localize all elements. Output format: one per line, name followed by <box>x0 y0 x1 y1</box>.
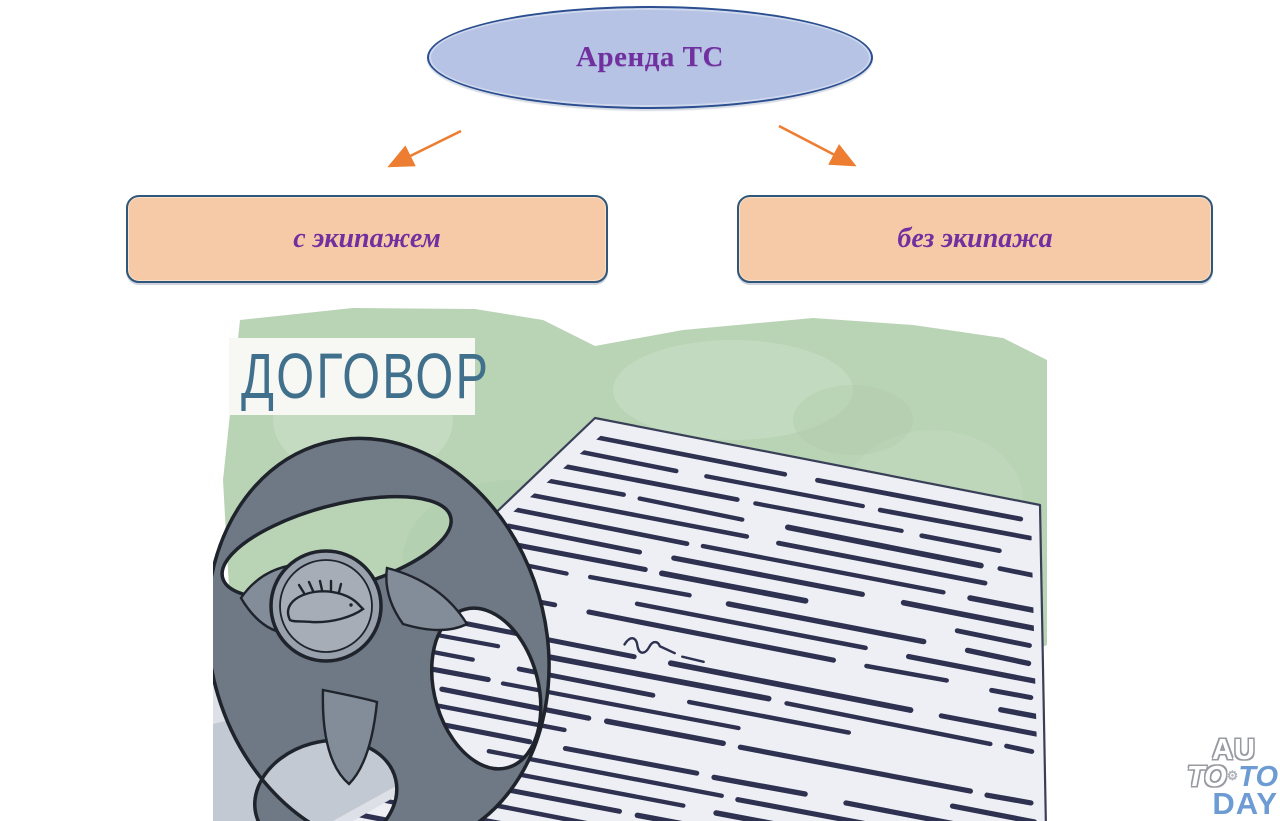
branch-label: без экипажа <box>897 223 1053 254</box>
watermark-line1: AU <box>1212 734 1256 767</box>
branch-node-with-crew: с экипажем <box>126 195 608 283</box>
root-node-label: Аренда ТС <box>576 41 724 73</box>
branch-label: с экипажем <box>293 223 441 254</box>
branch-node-without-crew: без экипажа <box>737 195 1213 283</box>
contract-title-plate: ДОГОВОР <box>229 338 490 415</box>
watermark-line3: DAY <box>1212 786 1278 821</box>
signature-squiggle <box>623 637 705 664</box>
arrow-to-right-branch-icon <box>778 124 857 167</box>
steering-wheel <box>213 436 551 821</box>
contract-title: ДОГОВОР <box>241 342 490 413</box>
arrow-to-left-branch-icon <box>387 129 462 168</box>
watermark-logo: AU TO⚙TO DAY <box>1168 734 1278 821</box>
hedgehog-icon <box>286 579 365 624</box>
root-node: Аренда ТС <box>427 6 873 109</box>
watermark-to-left: TO <box>1186 760 1227 793</box>
watermark-to-right: TO <box>1238 760 1278 793</box>
contract-illustration: ДОГОВОР <box>213 308 1047 821</box>
gear-icon: ⚙ <box>1226 767 1239 783</box>
watermark-line2: TO⚙TO <box>1168 760 1278 793</box>
